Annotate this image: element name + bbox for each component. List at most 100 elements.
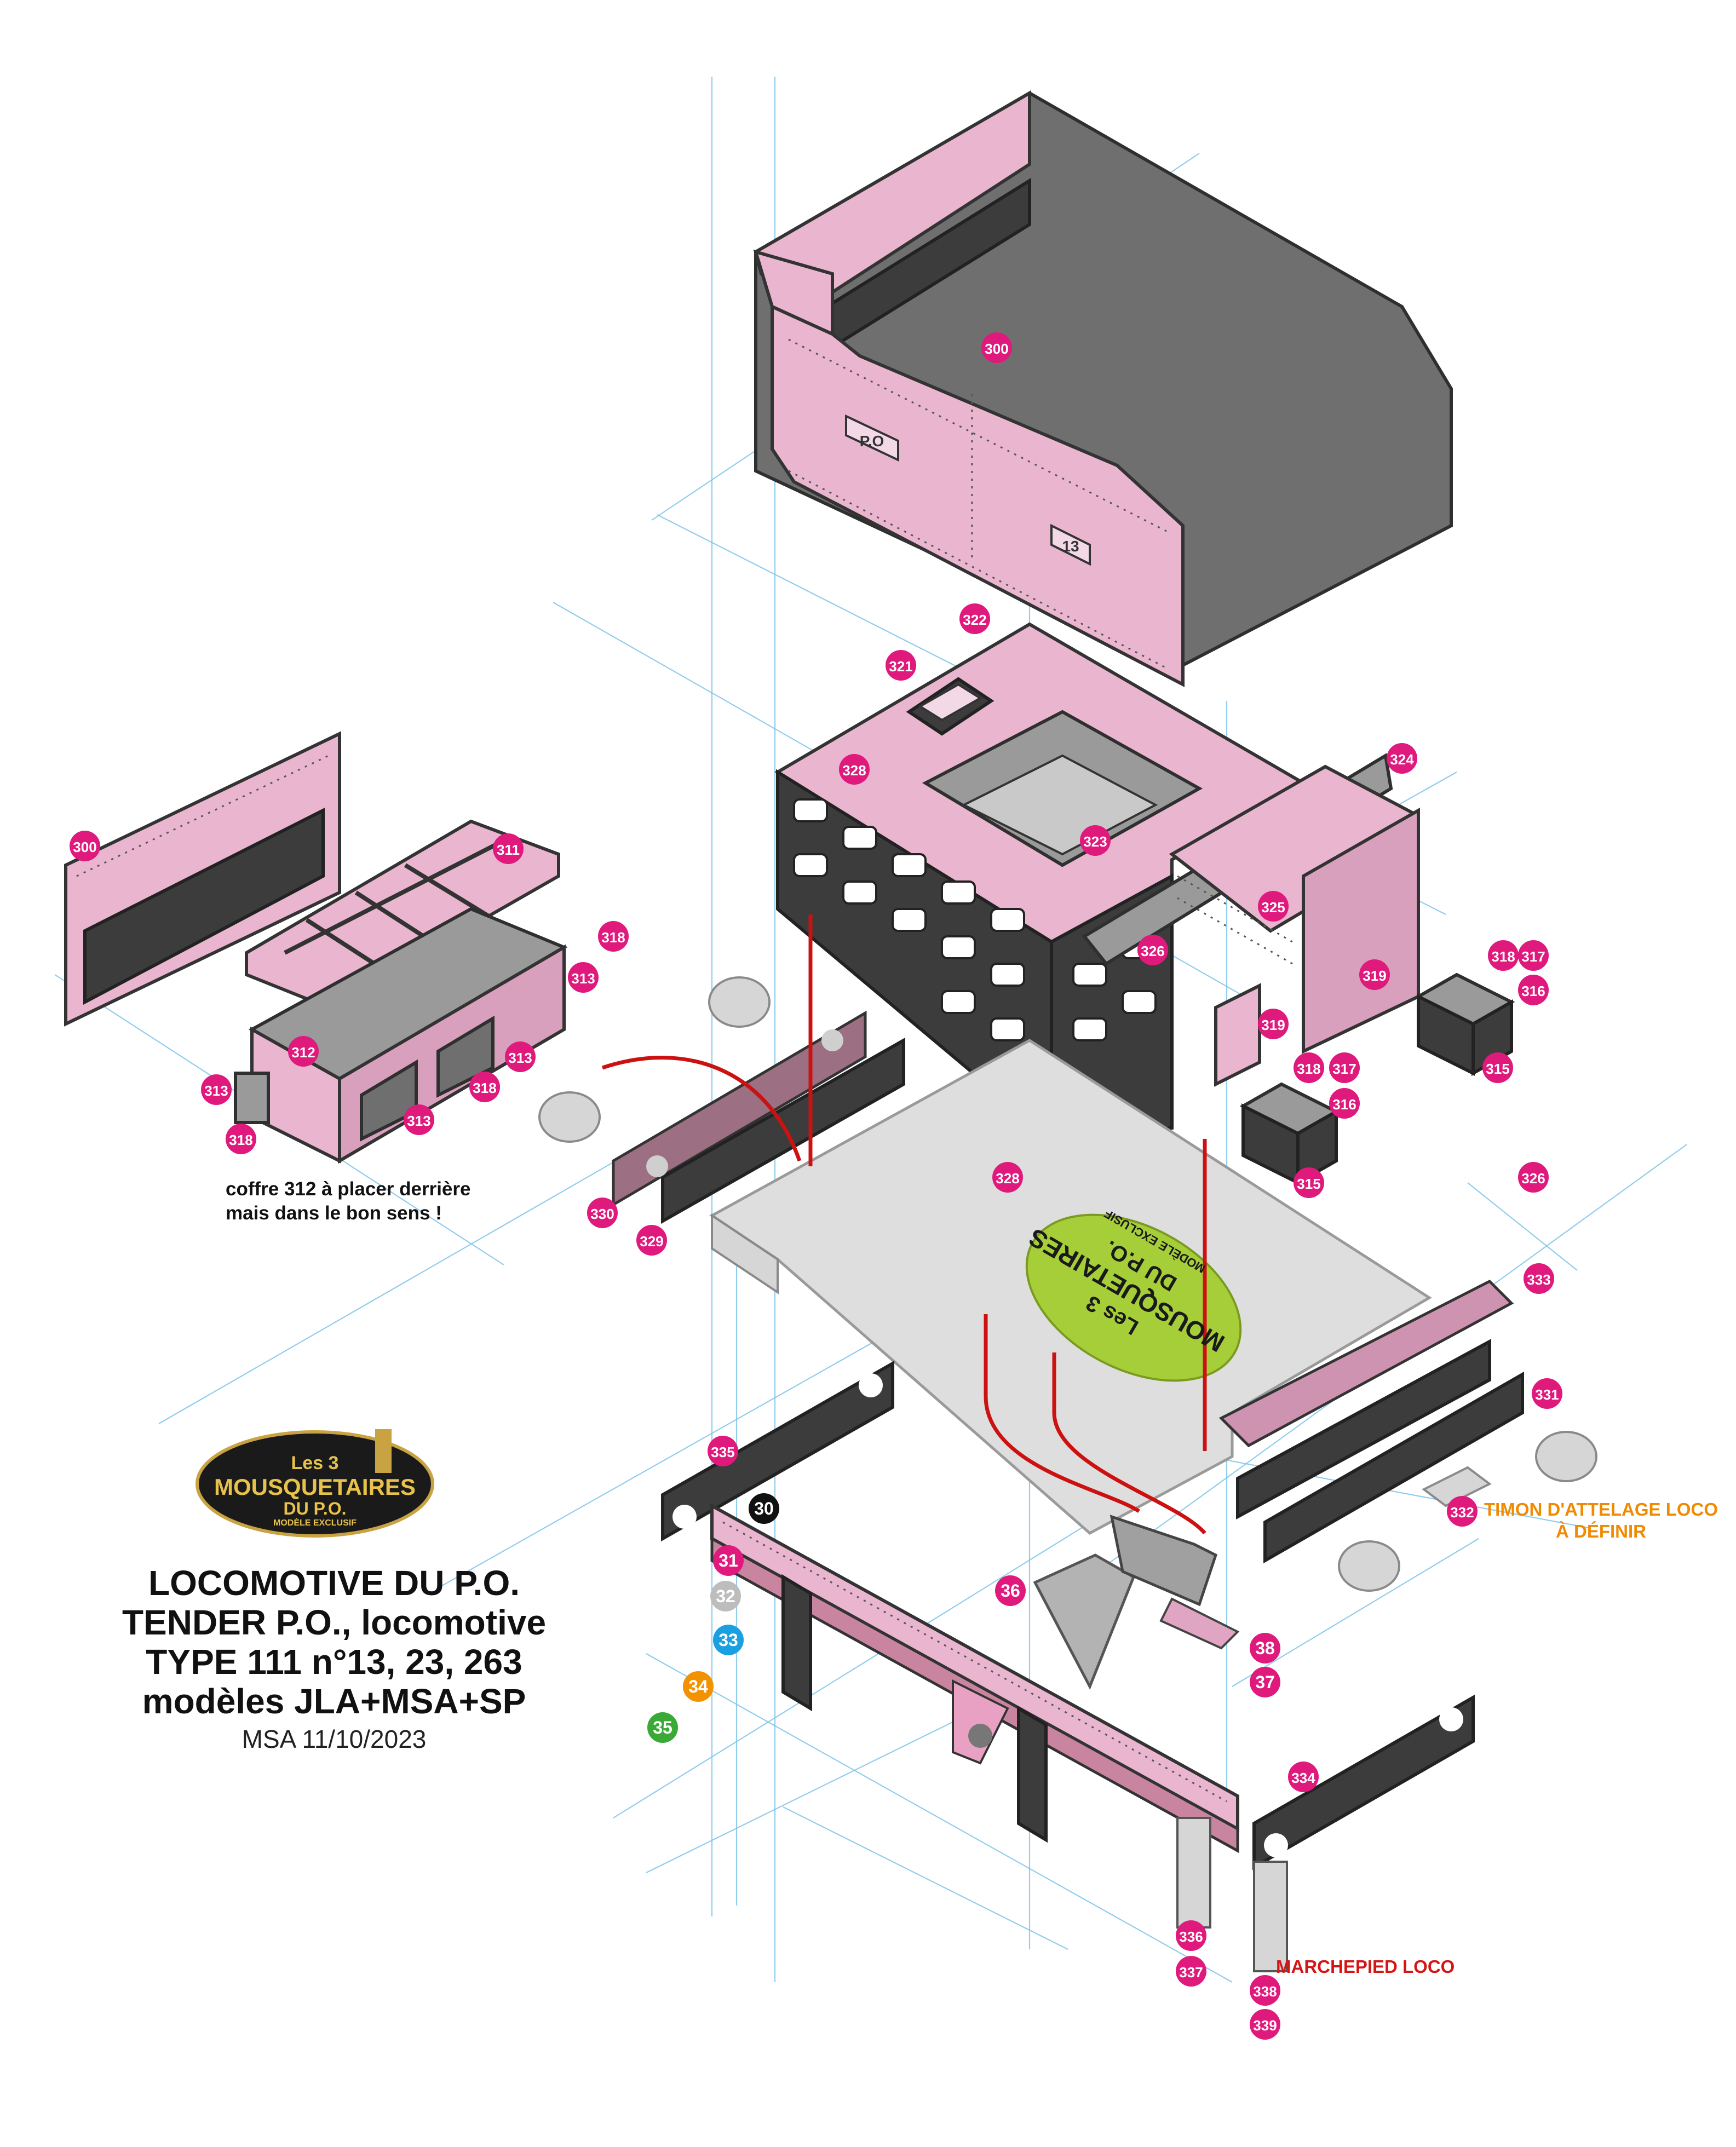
part-label-badge	[959, 603, 990, 634]
part-label-badge	[1387, 743, 1417, 774]
side-text-po: P.O	[860, 433, 884, 450]
part-label-number: 318	[601, 929, 625, 946]
part-label-number: 35	[653, 1718, 672, 1737]
part-label-badge	[70, 831, 100, 861]
subtitle: MSA 11/10/2023	[242, 1725, 427, 1753]
part-label-318: 318	[469, 1072, 500, 1102]
part-328-floor-plate	[709, 1039, 1432, 1535]
part-label-number: 325	[1261, 899, 1285, 916]
part-label-badge	[1359, 959, 1390, 990]
part-label-number: 322	[963, 612, 986, 628]
part-label-318: 318	[226, 1124, 256, 1154]
part-label-322: 322	[959, 603, 990, 634]
part-label-number: 328	[996, 1170, 1019, 1187]
part-label-number: 300	[985, 341, 1008, 357]
note-marchepied: MARCHEPIED LOCO	[1276, 1956, 1455, 1977]
buffers	[538, 976, 1597, 1592]
logo-line2: MOUSQUETAIRES	[214, 1474, 416, 1500]
frame-windows	[793, 798, 1157, 1041]
part-label-badge	[1518, 940, 1549, 971]
part-label-333: 333	[1524, 1263, 1554, 1294]
title-line-2: TENDER P.O., locomotive	[122, 1603, 547, 1642]
part-label-326: 326	[1518, 1162, 1549, 1193]
part-label-number: 332	[1450, 1504, 1474, 1521]
note-coffre-line1: coffre 312 à placer derrière	[226, 1178, 471, 1200]
part-label-number: 318	[473, 1080, 496, 1096]
part-label-badge	[505, 1041, 536, 1072]
part-label-number: 329	[640, 1233, 663, 1250]
part-label-badge	[1518, 1162, 1549, 1193]
part-label-badge	[992, 1162, 1023, 1193]
part-label-number: 338	[1253, 1983, 1277, 2000]
part-label-number: 313	[204, 1083, 228, 1099]
part-label-330: 330	[587, 1198, 618, 1228]
part-label-badge	[1250, 1975, 1280, 2006]
part-label-316: 316	[1329, 1088, 1360, 1119]
part-label-33: 33	[713, 1625, 744, 1655]
part-label-number: 328	[842, 762, 866, 779]
part-label-318: 318	[598, 921, 629, 952]
part-36-38-bracket	[1033, 1515, 1240, 1690]
part-label-number: 326	[1521, 1170, 1545, 1187]
part-label-badge	[981, 332, 1012, 363]
part-label-badge	[1250, 1667, 1280, 1697]
part-label-badge	[201, 1074, 232, 1105]
part-label-badge	[995, 1575, 1026, 1606]
part-label-badge	[1482, 1052, 1513, 1083]
part-label-badge	[1488, 940, 1519, 971]
logo-line3: DU P.O.	[283, 1499, 347, 1518]
part-label-326: 326	[1137, 935, 1168, 965]
part-label-badge	[1447, 1496, 1478, 1527]
part-label-number: 37	[1255, 1672, 1275, 1692]
assembly-arrows	[601, 914, 1207, 1535]
part-label-313: 313	[505, 1041, 536, 1072]
part-label-badge	[1294, 1167, 1324, 1198]
part-label-324: 324	[1387, 743, 1417, 774]
logo-line4: MODÈLE EXCLUSIF	[273, 1518, 357, 1528]
part-label-badge	[708, 1436, 738, 1466]
title-line-4: modèles JLA+MSA+SP	[142, 1682, 526, 1721]
note-coffre-line2: mais dans le bon sens !	[226, 1202, 442, 1224]
part-label-325: 325	[1258, 891, 1289, 922]
part-label-badge	[1137, 935, 1168, 965]
part-label-315: 315	[1294, 1167, 1324, 1198]
part-label-number: 313	[508, 1050, 532, 1066]
part-label-badge	[1532, 1378, 1562, 1409]
part-label-number: 339	[1253, 2017, 1277, 2034]
part-label-number: 319	[1363, 968, 1386, 984]
part-label-number: 312	[291, 1044, 315, 1061]
part-label-badge	[568, 962, 599, 993]
part-label-badge	[1258, 1009, 1289, 1039]
part-label-badge	[749, 1493, 779, 1524]
part-label-number: 315	[1297, 1176, 1320, 1192]
part-label-37: 37	[1250, 1667, 1280, 1697]
part-324-325	[1082, 753, 1420, 1054]
logo-badge: Les 3 MOUSQUETAIRES DU P.O. MODÈLE EXCLU…	[192, 1424, 438, 1539]
part-label-323: 323	[1080, 825, 1111, 856]
title-line-3: TYPE 111 n°13, 23, 263	[146, 1642, 522, 1682]
part-label-300: 300	[981, 332, 1012, 363]
part-label-number: 335	[711, 1444, 734, 1460]
part-label-badge	[404, 1104, 434, 1135]
part-328-top-frame	[774, 622, 1307, 1143]
part-label-badge	[587, 1198, 618, 1228]
part-label-number: 313	[571, 970, 595, 987]
part-label-32: 32	[710, 1581, 741, 1611]
part-label-number: 333	[1527, 1271, 1550, 1288]
part-label-badge	[1518, 975, 1549, 1005]
part-label-331: 331	[1532, 1378, 1562, 1409]
part-label-316: 316	[1518, 975, 1549, 1005]
part-label-number: 315	[1486, 1061, 1509, 1077]
part-label-number: 38	[1255, 1638, 1275, 1658]
part-31-chassis-rail	[710, 1503, 1239, 1854]
part-label-badge	[1288, 1762, 1319, 1792]
part-label-badge	[1258, 891, 1289, 922]
part-label-number: 313	[407, 1113, 430, 1129]
part-label-313: 313	[404, 1104, 434, 1135]
part-label-318: 318	[1294, 1052, 1324, 1083]
part-label-badge	[1250, 1633, 1280, 1664]
part-label-number: 318	[1491, 948, 1515, 965]
part-label-328: 328	[992, 1162, 1023, 1193]
part-label-313: 313	[201, 1074, 232, 1105]
part-label-338: 338	[1250, 1975, 1280, 2006]
